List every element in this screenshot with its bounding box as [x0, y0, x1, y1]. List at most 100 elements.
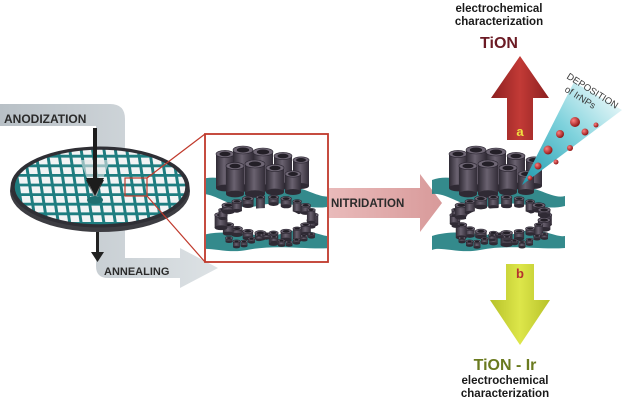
- mesh-hole: [51, 167, 61, 174]
- mesh-hole: [80, 205, 90, 213]
- mesh-hole: [67, 196, 77, 203]
- bottom-material-label: TiON - Ir: [474, 357, 537, 374]
- ir-nanoparticle: [534, 162, 542, 170]
- mesh-hole: [31, 186, 41, 194]
- mesh-hole: [118, 157, 128, 165]
- mesh-hole: [101, 196, 111, 203]
- nanotube: [263, 234, 270, 239]
- mesh-hole: [172, 215, 183, 222]
- mesh-hole: [55, 196, 66, 203]
- mesh-hole: [104, 215, 114, 222]
- mesh-hole: [125, 205, 135, 213]
- mesh-hole: [20, 186, 30, 194]
- ir-nanoparticle: [543, 145, 553, 155]
- nanotube: [231, 201, 242, 211]
- mesh-hole: [28, 167, 38, 174]
- mesh-hole: [135, 196, 145, 203]
- nanotube: [292, 201, 302, 213]
- mesh-hole: [188, 167, 197, 174]
- nanotube: [285, 174, 301, 192]
- mesh-hole: [124, 196, 134, 203]
- nanotube: [266, 168, 284, 192]
- nanotube: [478, 164, 498, 194]
- mesh-hole: [168, 186, 178, 194]
- mesh-hole: [179, 186, 186, 194]
- mesh-hole: [64, 176, 74, 184]
- mesh-hole: [162, 149, 172, 155]
- nanotube: [231, 228, 243, 235]
- nanotube: [293, 239, 300, 244]
- mesh-hole: [52, 176, 63, 184]
- nanotube: [242, 231, 254, 239]
- mesh-hole: [131, 167, 141, 174]
- nanotube-inset: [204, 133, 329, 263]
- nanotube: [270, 236, 278, 243]
- nanotube: [285, 241, 293, 246]
- mesh-hole: [145, 186, 155, 194]
- nanotube: [226, 166, 244, 194]
- mesh-hole: [165, 167, 175, 174]
- nanotube: [292, 228, 302, 241]
- nanotube: [459, 166, 477, 194]
- nanotube: [300, 205, 311, 214]
- nanotube: [526, 239, 533, 245]
- nanotube: [525, 201, 535, 212]
- mesh-hole: [62, 167, 72, 174]
- mesh-hole: [18, 176, 28, 184]
- mesh-hole: [156, 186, 167, 194]
- mesh-hole: [137, 205, 147, 213]
- nanotube: [300, 235, 308, 241]
- nanotube: [458, 238, 466, 243]
- ir-nanoparticle: [570, 117, 580, 127]
- mesh-hole: [29, 176, 40, 184]
- mesh-hole: [151, 224, 161, 225]
- mesh-hole: [122, 186, 132, 194]
- mesh-hole: [15, 157, 25, 165]
- mesh-hole: [166, 176, 177, 184]
- mesh-hole: [108, 167, 118, 174]
- nanotube: [481, 238, 488, 244]
- mesh-hole: [44, 196, 54, 203]
- annealing-label: ANNEALING: [104, 266, 169, 278]
- nanotube: [466, 241, 473, 246]
- mesh-hole: [42, 186, 53, 194]
- mesh-hole: [32, 196, 43, 203]
- mesh-hole: [162, 224, 173, 225]
- mesh-hole: [196, 215, 205, 222]
- nanotube: [268, 197, 279, 205]
- mesh-hole: [72, 157, 82, 165]
- mesh-hole: [175, 157, 185, 165]
- mesh-hole: [191, 186, 200, 193]
- nanotube: [278, 240, 285, 246]
- mesh-hole: [92, 215, 103, 222]
- nanotube: [541, 234, 548, 239]
- mesh-hole: [57, 205, 67, 213]
- nanotube-array-tion: [432, 145, 565, 252]
- top-caption-line1: electrochemical: [456, 3, 543, 15]
- mesh-hole: [148, 205, 158, 213]
- nanotube: [465, 228, 475, 236]
- mesh-hole: [134, 186, 144, 194]
- mesh-hole: [114, 205, 124, 213]
- arrow-down-tion-ir: [490, 264, 550, 345]
- mesh-hole: [187, 158, 196, 165]
- top-material-label: TiON: [480, 35, 518, 52]
- nanotube: [255, 234, 263, 240]
- mesh-hole: [25, 149, 35, 155]
- mesh-hole: [49, 157, 60, 165]
- mesh-hole: [106, 157, 117, 165]
- mesh-hole: [61, 157, 71, 165]
- ir-nanoparticle: [553, 159, 559, 165]
- nanotube: [501, 197, 512, 207]
- nanotube: [475, 231, 487, 237]
- nanotube: [488, 197, 499, 208]
- mesh-hole: [39, 167, 50, 174]
- ir-nanoparticle: [567, 145, 573, 151]
- nitridation-label: NITRIDATION: [331, 198, 404, 210]
- mesh-hole: [77, 186, 87, 194]
- nanotube: [518, 241, 526, 248]
- mesh-hole: [14, 149, 24, 155]
- nanotube: [525, 228, 535, 235]
- mesh-hole: [127, 215, 137, 222]
- mesh-hole: [81, 215, 91, 222]
